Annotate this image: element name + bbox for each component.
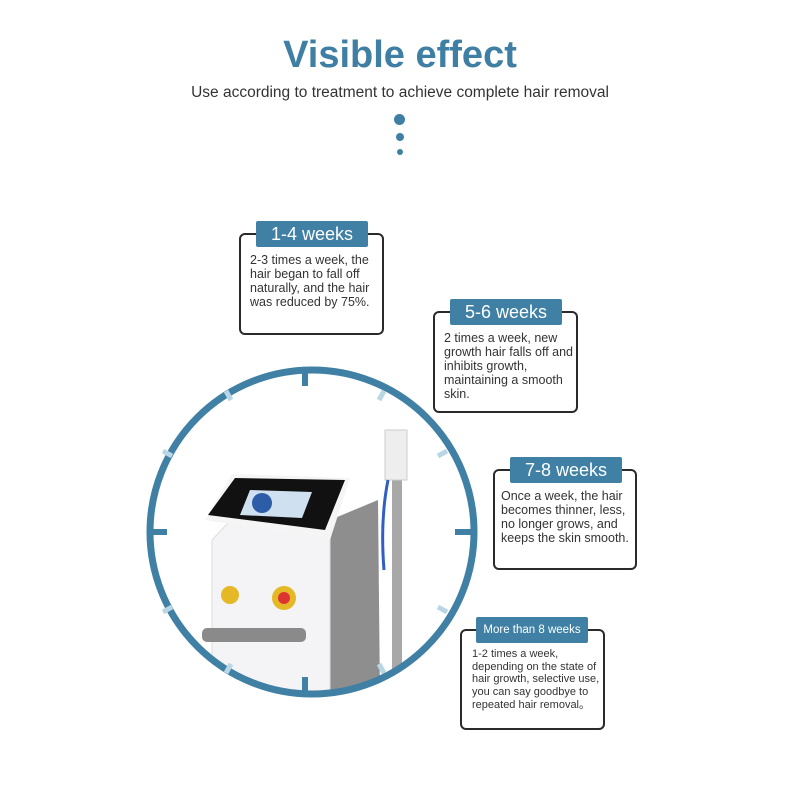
stage-label: 1-4 weeks (256, 221, 368, 247)
stage-label: 7-8 weeks (510, 457, 622, 483)
stage-description: 2 times a week, new growth hair falls of… (444, 331, 574, 401)
stage-description: 2-3 times a week, the hair began to fall… (250, 253, 370, 309)
stage-card-5-6-weeks: 5-6 weeks 2 times a week, new growth hai… (433, 299, 578, 413)
stage-label: 5-6 weeks (450, 299, 562, 325)
stage-description: Once a week, the hair becomes thinner, l… (501, 489, 629, 545)
page-title: Visible effect (283, 34, 517, 76)
decor-dot (397, 149, 403, 155)
stage-label: More than 8 weeks (476, 617, 588, 643)
decor-dot (394, 114, 405, 125)
page-subtitle: Use according to treatment to achieve co… (191, 84, 609, 101)
stage-card-more-than-8-weeks: More than 8 weeks 1-2 times a week, depe… (460, 617, 605, 730)
decor-dot (396, 133, 404, 141)
stage-card-1-4-weeks: 1-4 weeks 2-3 times a week, the hair beg… (239, 221, 384, 335)
stage-description: 1-2 times a week, depending on the state… (472, 648, 600, 711)
laser-machine-image (202, 429, 408, 692)
stage-card-7-8-weeks: 7-8 weeks Once a week, the hair becomes … (493, 457, 637, 570)
